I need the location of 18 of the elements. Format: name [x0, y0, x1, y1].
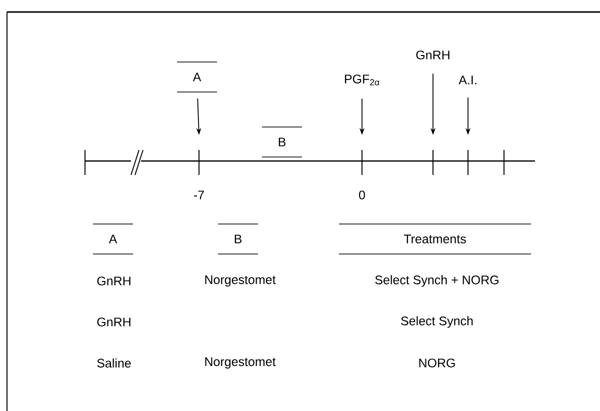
table-cell: Saline — [97, 358, 131, 368]
treatment-label: A — [176, 62, 218, 92]
tick-label: -7 — [194, 190, 204, 200]
table-cell: GnRH — [97, 276, 130, 286]
event-label: A.I. — [458, 76, 476, 84]
column-heading: A — [92, 224, 134, 254]
table-cell: Select Synch — [401, 316, 473, 328]
column-heading: Treatments — [338, 224, 532, 254]
event-label: GnRH — [416, 50, 450, 60]
column-heading: B — [218, 224, 258, 254]
table-cell: Select Synch + NORG — [375, 275, 498, 287]
tick-label: 0 — [359, 190, 365, 200]
table-cell: GnRH — [97, 318, 130, 326]
table-cell: Norgestomet — [205, 357, 276, 369]
event-label: PGF$_{2α}$ — [344, 74, 380, 86]
table-cell: NORG — [419, 358, 455, 368]
treatment-label: B — [262, 126, 302, 158]
table-cell: Norgestomet — [205, 275, 276, 287]
